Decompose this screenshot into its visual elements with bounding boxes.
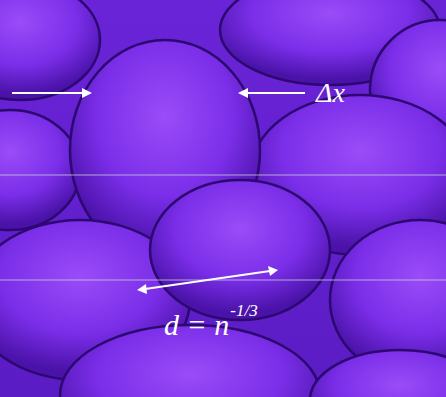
spacing-arrow (137, 266, 278, 294)
scan-line (0, 280, 446, 281)
spacing-label: d = n (164, 310, 229, 340)
exponent-label: -1/3 (230, 302, 257, 319)
width-label: Δx (316, 79, 345, 107)
width-arrows (12, 88, 305, 98)
scan-line (0, 175, 446, 176)
